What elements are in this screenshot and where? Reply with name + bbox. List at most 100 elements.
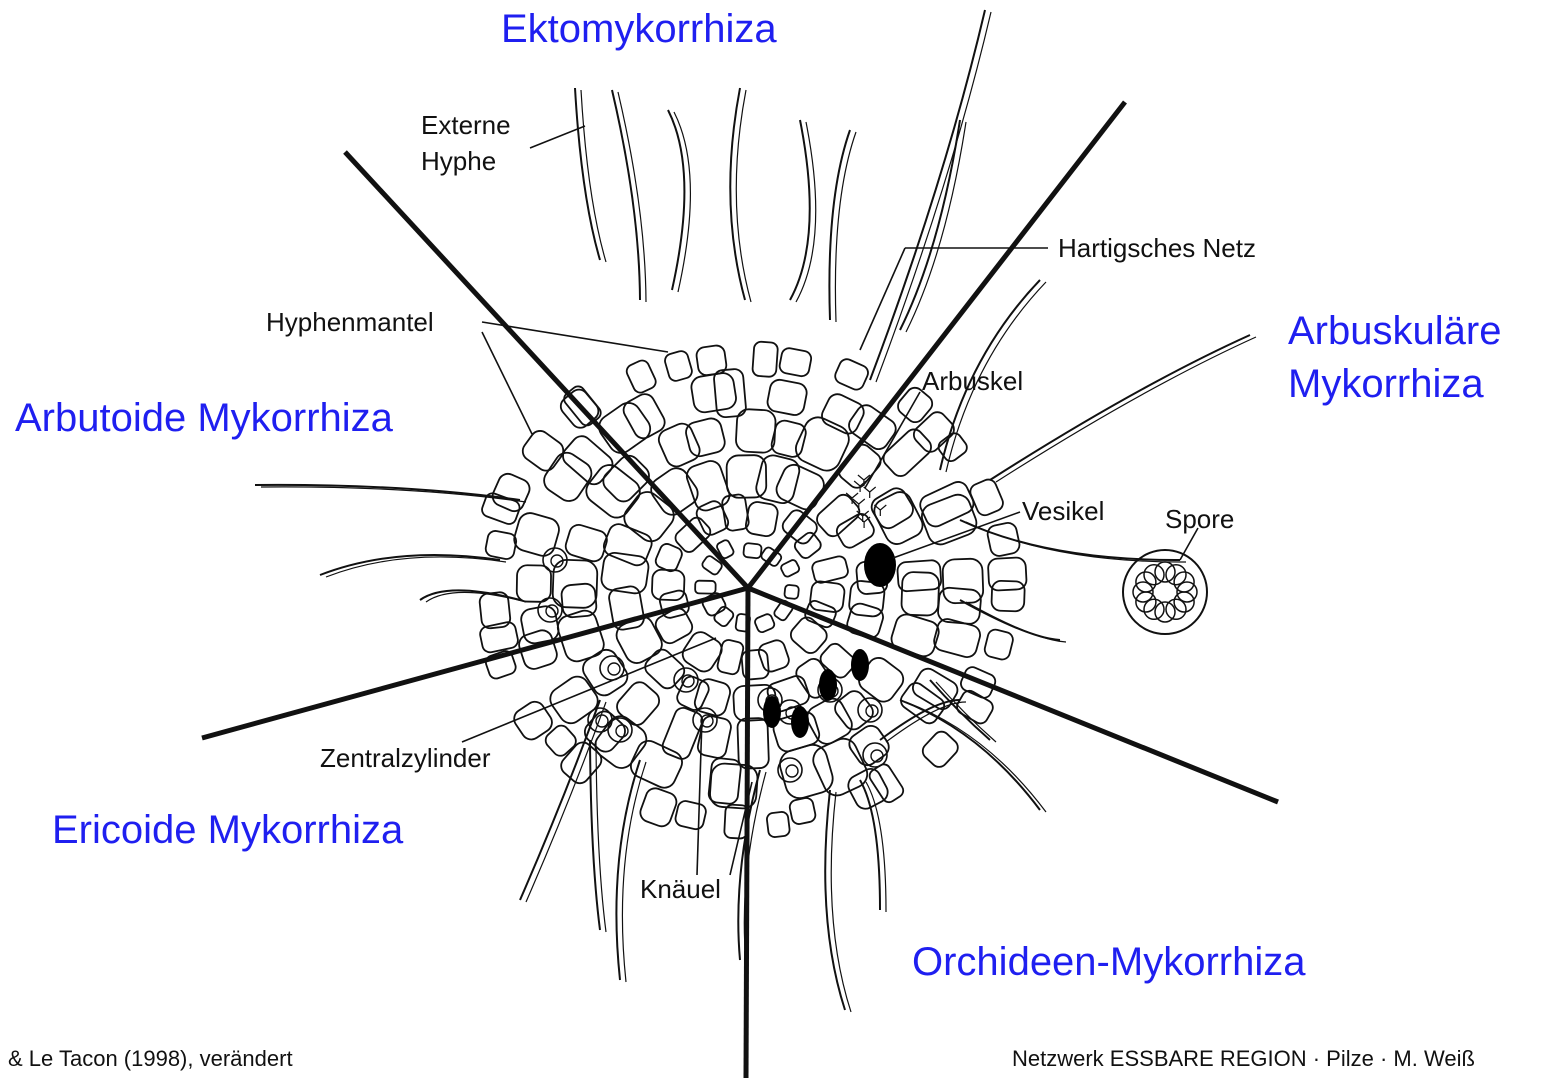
peloton-blob [791, 706, 809, 738]
root-cell [757, 638, 791, 674]
root-cell [954, 688, 995, 726]
peloton-blob [763, 696, 781, 728]
hypha-strand-wall [996, 337, 1256, 482]
arbuscule-branch [864, 487, 876, 498]
root-cell [517, 565, 552, 602]
hypha-strand [520, 700, 600, 900]
peloton-blob [819, 669, 837, 701]
label-externe-hyphe-line2: Hyphe [421, 146, 496, 177]
hypha-strand [870, 10, 985, 380]
label-arbuskel: Arbuskel [922, 366, 1023, 397]
root-cell [780, 559, 801, 578]
root-cell [778, 347, 812, 378]
root-cell [512, 510, 562, 558]
root-cell [766, 811, 790, 838]
spore-cell [1144, 599, 1164, 619]
leader-arbuskel [865, 392, 920, 488]
root-cell [918, 491, 980, 548]
root-cell [559, 432, 617, 488]
hypha-strand-wall [622, 762, 646, 982]
root-cell [811, 555, 849, 584]
root-cell [919, 728, 961, 770]
root-cell [542, 722, 579, 759]
label-orchideen-mykorrhiza: Orchideen-Mykorrhiza [912, 940, 1305, 984]
root-cell [792, 530, 823, 560]
hyphal-coil-inner [596, 715, 608, 727]
hypha-strand [829, 130, 850, 320]
label-zentralzylinder: Zentralzylinder [320, 743, 491, 774]
label-arbutoide-mykorrhiza: Arbutoide Mykorrhiza [15, 396, 393, 440]
root-cell [660, 705, 705, 761]
root-cell [809, 734, 872, 800]
leader-hyphenmantel-1 [482, 322, 668, 352]
label-hyphenmantel: Hyphenmantel [266, 307, 434, 338]
root-cell [652, 569, 685, 600]
divider-line-ekto-arbutoid [345, 152, 748, 588]
root-cell [510, 698, 555, 743]
label-arbuskulaere-mykorrhiza-line1: Arbuskuläre [1288, 309, 1501, 353]
root-cell [983, 628, 1014, 661]
label-hartigsches-netz: Hartigsches Netz [1058, 233, 1256, 264]
root-cell [624, 358, 658, 395]
arbuscule-branch [854, 481, 866, 492]
root-cell [784, 585, 799, 600]
arbuscule-branch [858, 517, 870, 528]
hypha-strand-wall [261, 487, 526, 502]
root-cell [809, 580, 845, 613]
root-cell [726, 455, 766, 498]
arbuscule-branch [874, 505, 886, 516]
vesicle-shape [864, 543, 896, 587]
hypha-strand [575, 88, 600, 260]
root-cell [557, 739, 605, 787]
hyphal-coil-inner [616, 725, 628, 737]
footer-citation: & Le Tacon (1998), verändert [8, 1046, 293, 1072]
hypha-strand [900, 700, 1040, 810]
root-cell [917, 479, 977, 530]
root-cell [743, 543, 762, 559]
leader-hartigsches-netz-2 [860, 248, 905, 350]
root-cell [752, 341, 778, 377]
hypha-strand [860, 780, 880, 910]
root-cell [991, 581, 1025, 612]
root-cell [819, 391, 867, 437]
root-cell [695, 344, 727, 376]
label-ericoide-mykorrhiza: Ericoide Mykorrhiza [52, 808, 403, 852]
hypha-strand [900, 120, 960, 330]
label-externe-hyphe-line1: Externe [421, 110, 511, 141]
label-spore: Spore [1165, 504, 1234, 535]
peloton-blob [851, 649, 869, 681]
root-cell [833, 357, 871, 392]
hyphal-coil-inner [546, 605, 558, 617]
root-cell [986, 521, 1021, 557]
root-cell [737, 718, 769, 769]
root-cell [788, 797, 816, 826]
label-ektomykorrhiza: Ektomykorrhiza [501, 7, 777, 51]
root-cell [693, 677, 733, 718]
hyphal-coil-inner [786, 765, 798, 777]
spore-cell [1166, 565, 1186, 585]
root-cell [490, 471, 533, 515]
footer-credit: Netzwerk ESSBARE REGION · Pilze · M. Wei… [1012, 1046, 1475, 1072]
hypha-strand-wall [831, 792, 851, 1012]
root-cell [519, 427, 567, 474]
root-cell [484, 530, 517, 561]
hypha-strand-wall [326, 557, 506, 577]
root-cell [754, 613, 776, 634]
leader-externe-hyphe [530, 126, 585, 148]
hypha-strand [668, 110, 684, 290]
root-cell [834, 511, 877, 550]
root-cell [745, 501, 780, 538]
fungal-hyphae [255, 10, 1256, 1012]
fungal-structures [538, 475, 1207, 782]
root-cell [889, 612, 942, 659]
root-cell [663, 349, 693, 382]
root-cell [600, 551, 650, 594]
root-cell [880, 426, 935, 480]
hypha-strand-wall [906, 702, 1046, 812]
root-cell [942, 558, 983, 603]
root-cell [901, 572, 939, 616]
hypha-strand-wall [835, 132, 856, 322]
root-cell [638, 786, 679, 829]
